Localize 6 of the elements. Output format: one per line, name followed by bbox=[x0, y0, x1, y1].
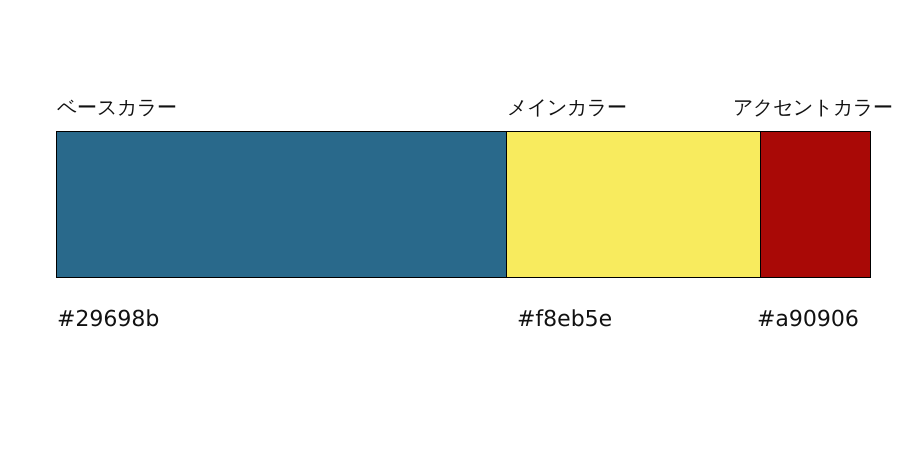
color-name: メインカラー bbox=[507, 95, 627, 119]
hex-code: #f8eb5e bbox=[517, 307, 612, 333]
color-name: アクセントカラー bbox=[733, 95, 893, 119]
hex-code: #29698b bbox=[57, 307, 160, 333]
hex-code: #a90906 bbox=[757, 307, 859, 333]
color-name: ベースカラー bbox=[57, 95, 177, 119]
